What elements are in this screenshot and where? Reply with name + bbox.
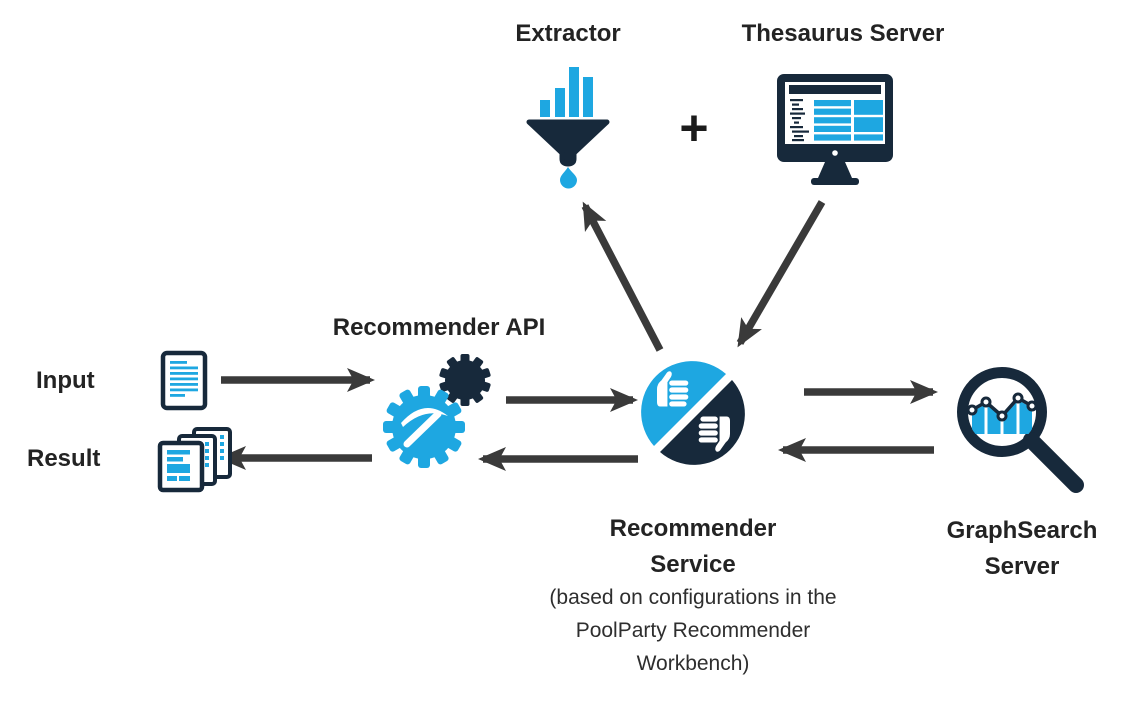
gear-small-icon xyxy=(439,354,491,406)
monitor-stand xyxy=(818,162,852,178)
monitor-base xyxy=(811,178,859,185)
recommender-service-subtitle-line2: PoolParty Recommender xyxy=(575,619,811,642)
monitor-button xyxy=(832,150,838,156)
input-document-icon xyxy=(160,350,208,411)
bar-chart-icon xyxy=(540,67,593,117)
extractor-icon xyxy=(526,67,610,189)
input-label: Input xyxy=(36,367,95,394)
recommender-service-subtitle-line3: Workbench) xyxy=(636,652,750,675)
recommender-api-label: Recommender API xyxy=(332,314,546,341)
screen-header-bar xyxy=(789,85,881,94)
recommender-service-label-line2: Service xyxy=(650,551,736,578)
arrow-service-to-extractor xyxy=(581,201,664,352)
recommender-service-subtitle-line1: (based on configurations in the xyxy=(549,586,837,609)
recommender-service-label: Recommender Service xyxy=(543,511,843,583)
screen-content-rows xyxy=(814,100,883,141)
graphsearch-server-label-line2: Server xyxy=(984,553,1060,580)
graphsearch-server-label: GraphSearch Server xyxy=(922,513,1122,585)
recommender-service-label-line1: Recommender xyxy=(609,515,777,542)
recommender-service-subtitle: (based on configurations in the PoolPart… xyxy=(508,581,878,680)
result-label: Result xyxy=(27,445,101,472)
thesaurus-server-icon xyxy=(777,74,893,185)
gear-large-icon xyxy=(383,386,465,468)
taxonomy-tree-lines xyxy=(790,99,809,142)
stack-front-content xyxy=(167,450,190,481)
result-documents-icon xyxy=(157,427,232,493)
plus-icon: + xyxy=(679,100,709,156)
arrow-thesaurus-to-service xyxy=(736,200,826,348)
graphsearch-server-icon xyxy=(957,367,1084,493)
funnel-icon xyxy=(526,119,610,167)
pickaxe-icon xyxy=(401,407,448,448)
recommender-api-icon xyxy=(383,354,491,468)
recommender-service-icon xyxy=(641,361,745,465)
graphsearch-server-label-line1: GraphSearch xyxy=(946,517,1098,544)
thesaurus-server-label: Thesaurus Server xyxy=(741,20,945,47)
document-text-lines xyxy=(170,361,198,397)
lens-area-chart xyxy=(972,400,1032,434)
droplet-icon xyxy=(560,167,577,189)
extractor-label: Extractor xyxy=(515,20,621,47)
lens-chart-points xyxy=(966,392,1038,422)
magnifier-handle xyxy=(1023,432,1084,493)
